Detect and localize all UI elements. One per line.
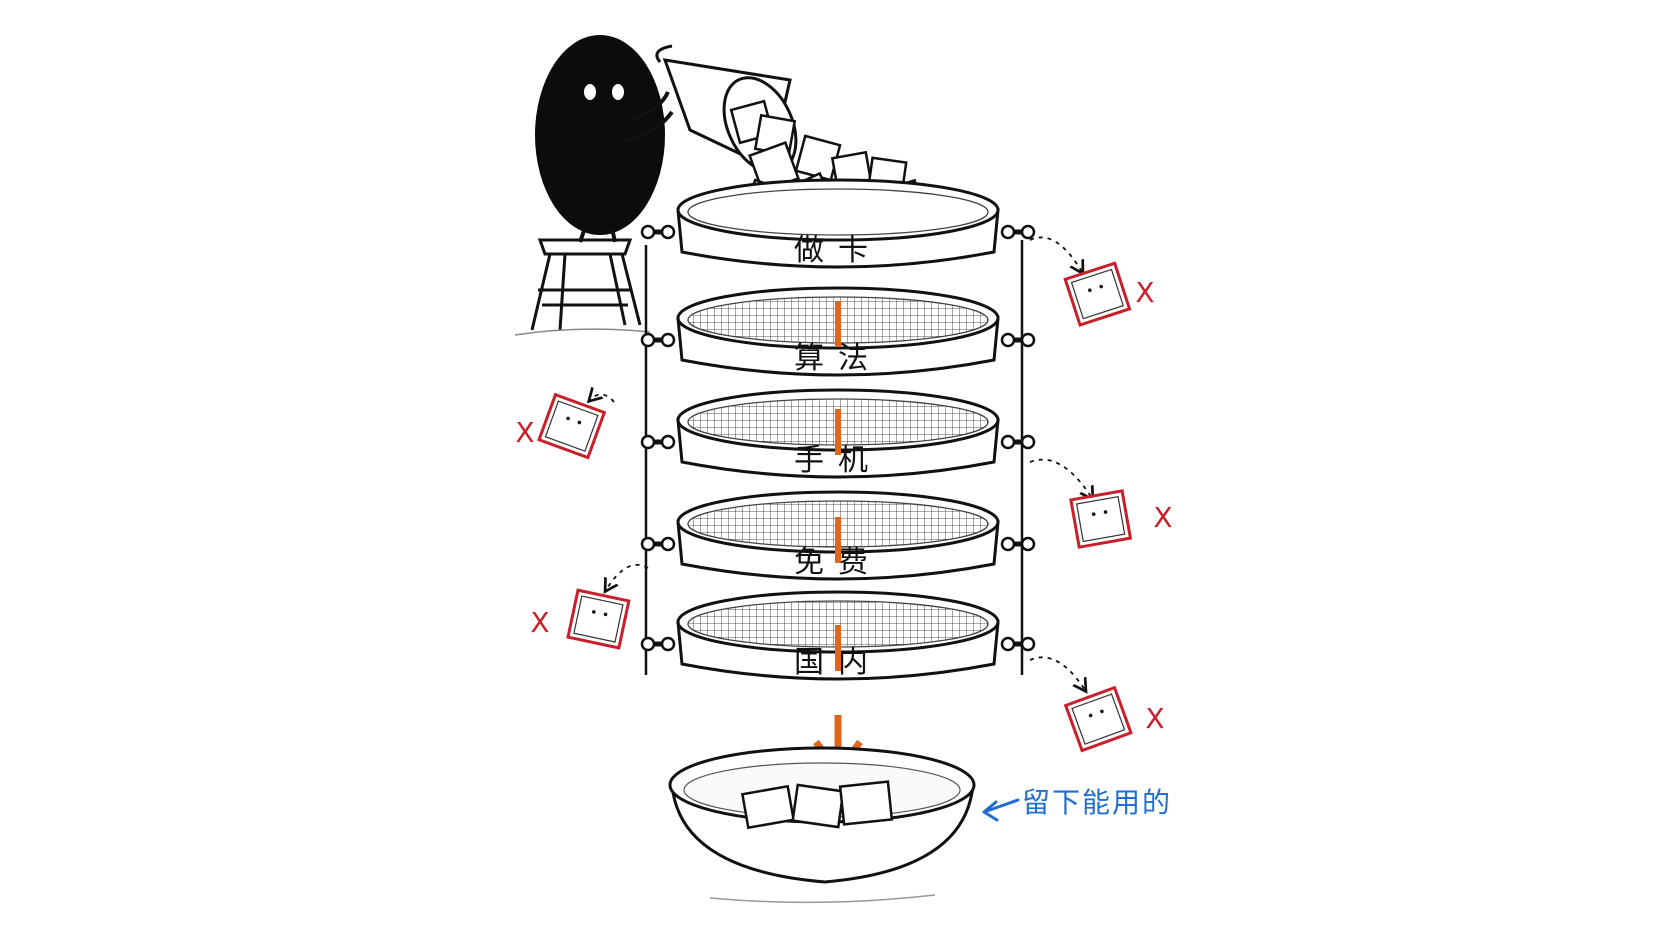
bolt-icon: [1000, 536, 1016, 552]
bolt-icon: [660, 636, 676, 652]
bolt-icon: [660, 224, 676, 240]
bolt-icon: [640, 224, 656, 240]
card-icon: [1063, 261, 1132, 327]
bolt-icon: [640, 332, 656, 348]
dashed-arrow-icon: [1029, 458, 1092, 498]
bolt-icon: [1000, 636, 1016, 652]
card-icon: [537, 392, 607, 460]
kept-annotation: 留下能用的: [982, 786, 1172, 822]
card-icon: [566, 588, 631, 650]
bolt-icon: [1000, 224, 1016, 240]
reject-mark: X: [1145, 702, 1164, 735]
reject-mark: X: [1135, 276, 1154, 309]
reject-mark: X: [1153, 501, 1172, 534]
sieve-label: 手机: [794, 443, 882, 478]
rejected-card: X: [1029, 458, 1173, 549]
card-icon: [1069, 489, 1133, 549]
sieve-label: 算法: [794, 341, 882, 376]
bolt-icon: [640, 536, 656, 552]
card-icon: [1063, 685, 1133, 753]
bolt-icon: [1020, 224, 1036, 240]
bolt-icon: [660, 536, 676, 552]
rejected-card: X: [1029, 236, 1155, 327]
rejected-card: X: [530, 563, 649, 650]
frame-rods: [644, 240, 1024, 675]
dashed-arrow-icon: [606, 563, 649, 590]
sieve-layer: 免费: [640, 490, 1036, 581]
blob-character: [535, 35, 674, 243]
reject-mark: X: [530, 606, 549, 639]
kept-label: 留下能用的: [1022, 786, 1172, 819]
bolt-icon: [1020, 434, 1036, 450]
bolt-icon: [1000, 434, 1016, 450]
bolt-icon: [1020, 536, 1036, 552]
rejected-card: X: [515, 392, 615, 460]
bolt-icon: [660, 332, 676, 348]
kept-bowl: [668, 746, 976, 904]
bolt-icon: [1020, 636, 1036, 652]
sieve-stack: 做卡算法手机免费国内: [640, 178, 1036, 681]
stool: [514, 238, 651, 336]
dashed-arrow-icon: [590, 394, 615, 402]
left-arrow-icon: [982, 798, 1020, 822]
sieve-layer: 做卡: [640, 178, 1036, 269]
sieve-label: 免费: [794, 545, 882, 580]
kept-cards: [740, 780, 894, 830]
sieve-label: 做卡: [794, 233, 882, 268]
bolt-icon: [640, 636, 656, 652]
bolt-icon: [660, 434, 676, 450]
rejected-card: X: [1029, 656, 1165, 753]
dashed-arrow-icon: [1029, 656, 1085, 690]
rejected-cards: X X X X X: [515, 236, 1173, 753]
bolt-icon: [1020, 332, 1036, 348]
reject-mark: X: [515, 416, 534, 449]
dashed-arrow-icon: [1029, 236, 1082, 272]
bolt-icon: [640, 434, 656, 450]
bolt-icon: [1000, 332, 1016, 348]
sieve-label: 国内: [794, 645, 882, 680]
